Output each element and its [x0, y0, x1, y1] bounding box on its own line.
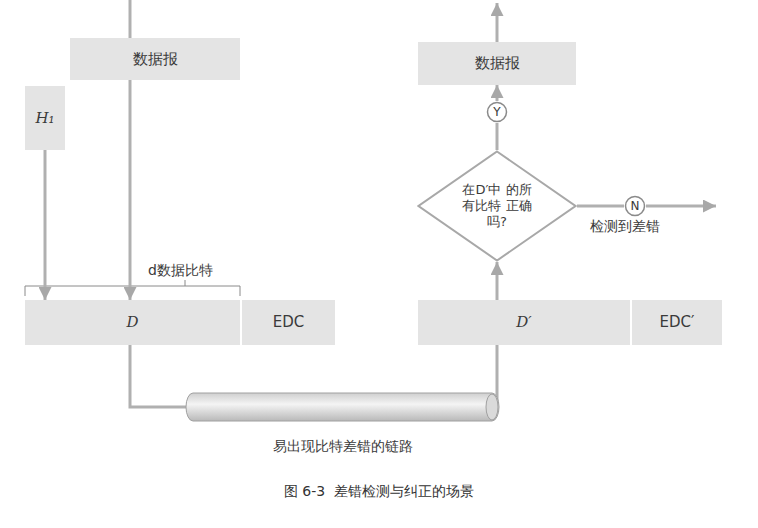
no-circle: N: [624, 195, 646, 217]
connector-arrow: [496, 123, 499, 150]
connector-arrow: [44, 150, 47, 300]
figure-caption: 图 6-3 差错检测与纠正的场景: [0, 483, 758, 501]
connector-arrow: [129, 80, 132, 300]
received-data-box: D′: [418, 300, 630, 345]
diamond-shape: [419, 152, 576, 261]
node-text: 在D′中 的所有比特 正确吗?: [461, 182, 533, 231]
bracket-line: [25, 280, 240, 296]
datagram-box: 数据报: [418, 42, 576, 85]
field-label: d数据比特: [148, 262, 213, 280]
node-text: N: [631, 199, 640, 214]
data-bits-box: D: [25, 300, 240, 345]
connector-arrow: [130, 345, 187, 407]
error-label: 检测到差错: [590, 218, 660, 236]
node-text: 易出现比特差错的链路: [273, 438, 413, 456]
link-tube: 易出现比特差错的链路: [185, 389, 500, 457]
bit-bracket: [25, 280, 240, 296]
connector-arrow: [496, 262, 499, 300]
edc-box: EDC: [242, 300, 335, 345]
yes-circle: Y: [486, 101, 508, 123]
connector-arrow: [496, 85, 499, 101]
node-text: EDC′: [660, 313, 695, 332]
datagram-box: 数据报: [70, 38, 240, 80]
node-text: H₁: [35, 109, 54, 128]
received-edc-box: EDC′: [632, 300, 722, 345]
error-arrow: [646, 205, 716, 208]
node-text: 数据报: [475, 54, 520, 73]
incoming-line: [129, 0, 132, 40]
tube-drawing: [185, 389, 500, 425]
tube-body: [186, 393, 499, 421]
outgoing-arrow: [496, 3, 499, 42]
header-box: H₁: [25, 86, 65, 150]
connector-arrow: [577, 205, 624, 208]
node-text: D: [126, 313, 138, 332]
circle-shape: [488, 103, 507, 122]
circle-shape: [626, 197, 645, 216]
tube-end: [486, 394, 498, 420]
node-text: 数据报: [133, 50, 178, 69]
decision-diamond: 在D′中 的所有比特 正确吗?: [417, 150, 577, 262]
node-text: EDC: [273, 313, 305, 332]
node-text: D′: [516, 313, 531, 332]
node-text: Y: [493, 105, 500, 120]
